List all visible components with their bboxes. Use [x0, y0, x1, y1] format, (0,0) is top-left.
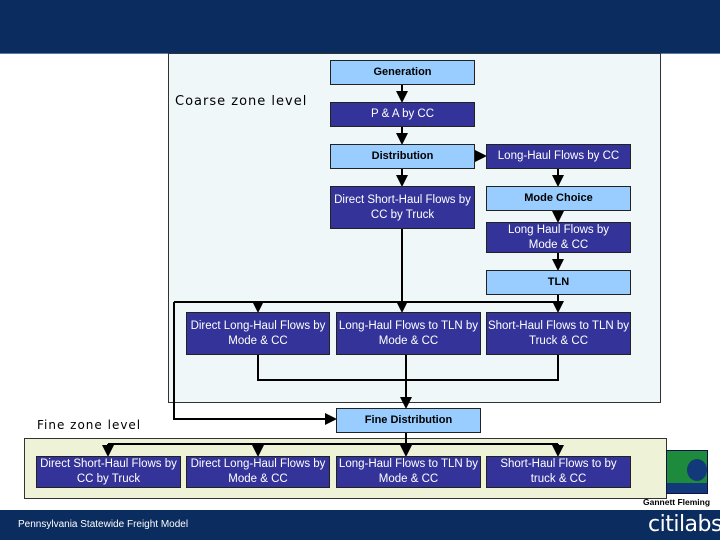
line2: Truck & CC: [529, 334, 588, 347]
fine-direct-short-box: Direct Short-Haul Flows by CC by Truck: [36, 456, 181, 488]
long-haul-cc-box: Long-Haul Flows by CC: [486, 144, 631, 169]
long-haul-tln-box: Long-Haul Flows to TLN by Mode & CC: [336, 312, 481, 355]
line1: Long-Haul Flows to TLN by: [338, 319, 479, 332]
tln-box: TLN: [486, 270, 631, 295]
direct-short-haul-box: Direct Short-Haul Flows by CC by Truck: [330, 186, 475, 229]
penndot-logo-circle: [687, 459, 707, 481]
pa-box: P & A by CC: [330, 102, 475, 127]
direct-long-haul-box: Direct Long-Haul Flows by Mode & CC: [186, 312, 330, 355]
fine-long-tln-box: Long-Haul Flows to TLN by Mode & CC: [336, 456, 481, 488]
line1: Direct Short-Haul Flows by: [40, 458, 177, 470]
line2: Mode & CC: [378, 334, 439, 347]
line2: Mode & CC: [528, 238, 589, 251]
penndot-logo-band: [667, 483, 707, 493]
line1: Direct Long-Haul Flows by: [190, 458, 326, 470]
line2: Mode & CC: [378, 473, 439, 485]
line2: Mode & CC: [228, 473, 288, 485]
citilabs-logo: citilabs: [648, 512, 720, 537]
distribution-box: Distribution: [330, 144, 475, 169]
line1: Long-Haul Flows to TLN by: [338, 458, 479, 470]
line1: Short-Haul Flows to TLN by: [487, 319, 630, 332]
fine-zone-label: Fine zone level: [37, 418, 142, 432]
fine-short-tln-box: Short-Haul Flows to by truck & CC: [486, 456, 631, 488]
line1: Long Haul Flows by: [508, 223, 609, 236]
footer-title: Pennsylvania Statewide Freight Model: [18, 519, 189, 530]
long-haul-mode-box: Long Haul Flows by Mode & CC: [486, 222, 631, 253]
line2: CC by Truck: [370, 208, 435, 221]
line2: CC by Truck: [76, 473, 141, 485]
fine-distribution-box: Fine Distribution: [336, 408, 481, 433]
coarse-zone-label: Coarse zone level: [175, 94, 308, 109]
mode-choice-box: Mode Choice: [486, 186, 631, 211]
gannett-fleming-logo: Gannett Fleming: [643, 497, 711, 507]
line1: Direct Long-Haul Flows by: [190, 319, 326, 332]
penndot-logo: [666, 450, 708, 494]
line1: Short-Haul Flows to by: [500, 458, 617, 470]
fine-direct-long-box: Direct Long-Haul Flows by Mode & CC: [186, 456, 330, 488]
line2: truck & CC: [530, 473, 587, 485]
short-haul-tln-box: Short-Haul Flows to TLN by Truck & CC: [486, 312, 631, 355]
generation-box: Generation: [330, 60, 475, 85]
line1: Direct Short-Haul Flows by: [334, 193, 471, 206]
line2: Mode & CC: [228, 334, 288, 347]
footer-bar: [0, 510, 720, 540]
